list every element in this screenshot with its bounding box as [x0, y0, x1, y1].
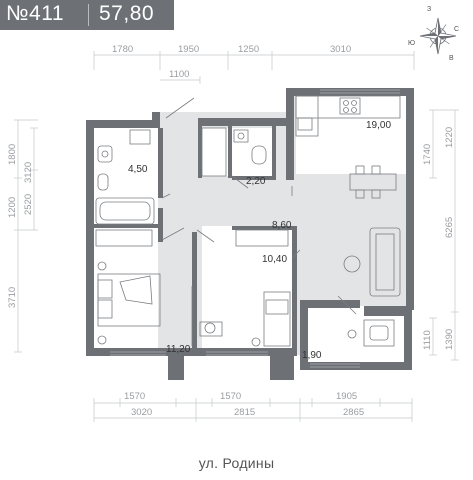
dim-bottom-1: 1570: [124, 391, 145, 402]
compass-north: С: [454, 26, 459, 33]
dim-right-2: 1110: [422, 330, 433, 350]
dim-left-1: 1800: [7, 144, 18, 165]
compass-rose-icon: [419, 17, 457, 55]
light-rooms: [94, 96, 406, 364]
room-area-balcony: 1,90: [302, 350, 322, 361]
room-area-kitchen: 19,00: [366, 120, 391, 131]
header-divider: [88, 4, 89, 26]
apartment-number: №411: [6, 2, 65, 25]
dim-top-3: 1250: [238, 44, 259, 55]
dim-left-5: 2520: [23, 194, 34, 215]
dim-top-4: 3010: [330, 44, 351, 55]
dim-left-3: 3710: [7, 287, 18, 308]
dim-top-2: 1950: [178, 44, 199, 55]
apartment-header: №411 57,80: [0, 0, 174, 30]
dim-bottom-4: 3020: [131, 407, 152, 418]
compass-east: В: [449, 55, 454, 62]
compass-south: Ю: [408, 40, 415, 47]
room-area-hall: 8,60: [272, 220, 292, 231]
compass-west: З: [427, 6, 431, 13]
dim-left-2: 1200: [7, 197, 18, 218]
dimension-labels: 1780 1950 1250 3010 1100 1570 1570 1905 …: [7, 44, 455, 418]
dim-bottom-5: 2815: [234, 407, 255, 418]
dim-right-4: 6265: [444, 217, 455, 238]
room-area-bathroom: 4,50: [128, 164, 148, 175]
dim-bottom-2: 1570: [220, 391, 241, 402]
doors: [161, 97, 357, 315]
dim-bottom-3: 1905: [336, 391, 357, 402]
room-labels: 4,50 2,20 19,00 8,60 10,40 11,20 1,90: [128, 120, 391, 361]
dim-right-1: 1740: [422, 144, 433, 165]
dim-right-3: 1220: [444, 127, 455, 148]
windows: [110, 89, 400, 368]
dim-right-5: 1390: [444, 329, 455, 350]
dim-top-1: 1780: [112, 44, 133, 55]
dim-left-4: 3120: [23, 162, 34, 183]
room-area-bedroom-right: 10,40: [262, 254, 287, 265]
dim-top-sub: 1100: [169, 69, 189, 80]
room-area-bedroom-left: 11,20: [166, 344, 191, 355]
furniture: [95, 95, 401, 347]
room-area-wc: 2,20: [246, 176, 266, 187]
dimension-lines: [14, 51, 459, 422]
total-area: 57,80: [99, 2, 155, 25]
street-name: ул. Родины: [198, 455, 275, 471]
dim-bottom-6: 2865: [343, 407, 364, 418]
